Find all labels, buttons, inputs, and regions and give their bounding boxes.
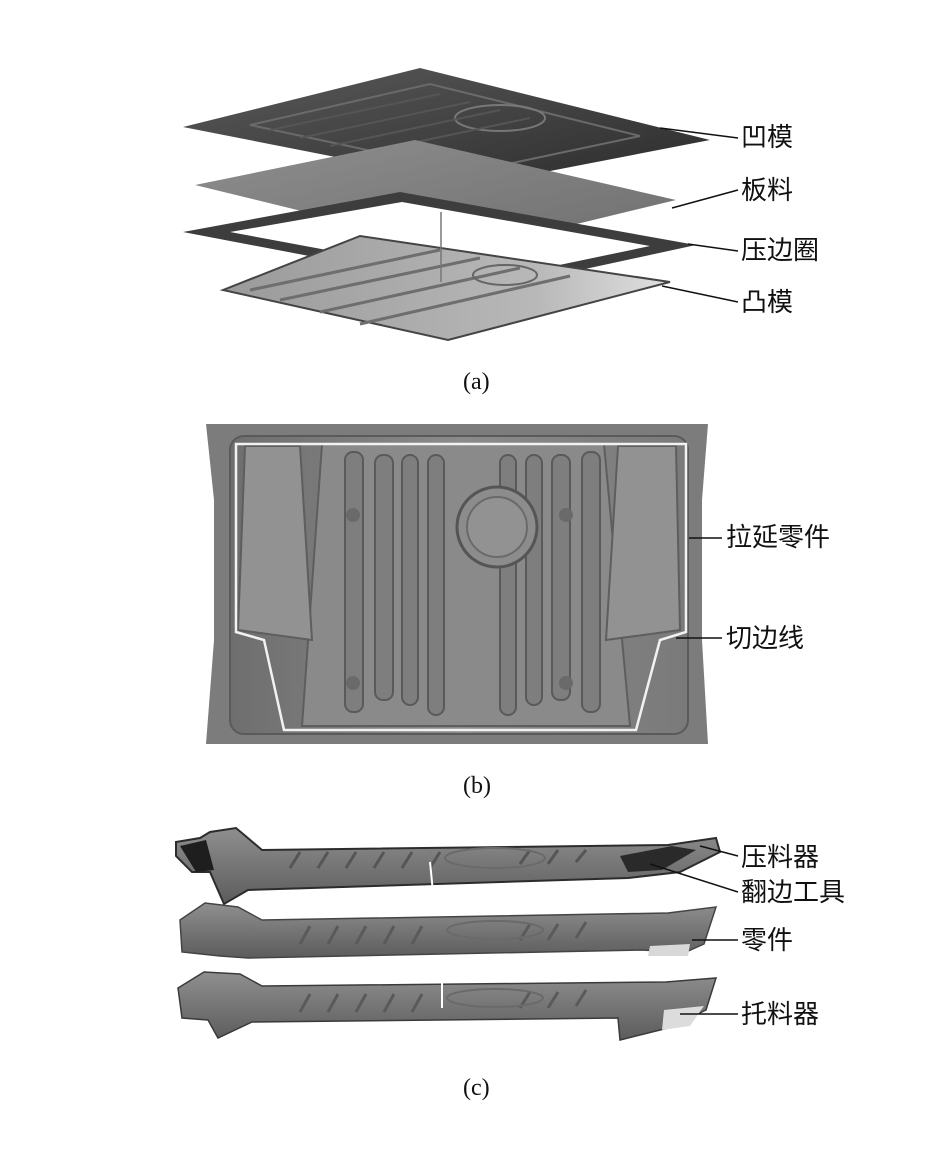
label-die: 凹模	[741, 123, 794, 153]
flange-tool-shape	[620, 846, 696, 872]
label-blank: 板料	[741, 176, 794, 206]
drawn-part-shape	[206, 424, 708, 744]
label-trim-line: 切边线	[726, 624, 805, 654]
label-drawn-part: 拉延零件	[726, 523, 831, 553]
panel-a	[183, 68, 739, 342]
pad-shape	[175, 826, 722, 906]
part-shape	[179, 902, 718, 959]
holder-shape	[177, 971, 718, 1041]
caption-a: (a)	[463, 369, 490, 395]
panel-b	[206, 424, 722, 744]
label-binder: 压边圈	[741, 236, 820, 266]
binder-shape	[183, 192, 696, 290]
panel-c	[175, 826, 739, 1041]
label-pad: 压料器	[741, 843, 820, 873]
label-holder: 托料器	[741, 1000, 820, 1030]
label-part: 零件	[741, 926, 794, 956]
label-punch: 凸模	[741, 288, 794, 318]
trim-line	[234, 442, 688, 732]
punch-shape	[219, 234, 671, 342]
label-flange-tool: 翻边工具	[741, 878, 846, 908]
caption-b: (b)	[463, 773, 491, 799]
caption-c: (c)	[463, 1075, 490, 1101]
